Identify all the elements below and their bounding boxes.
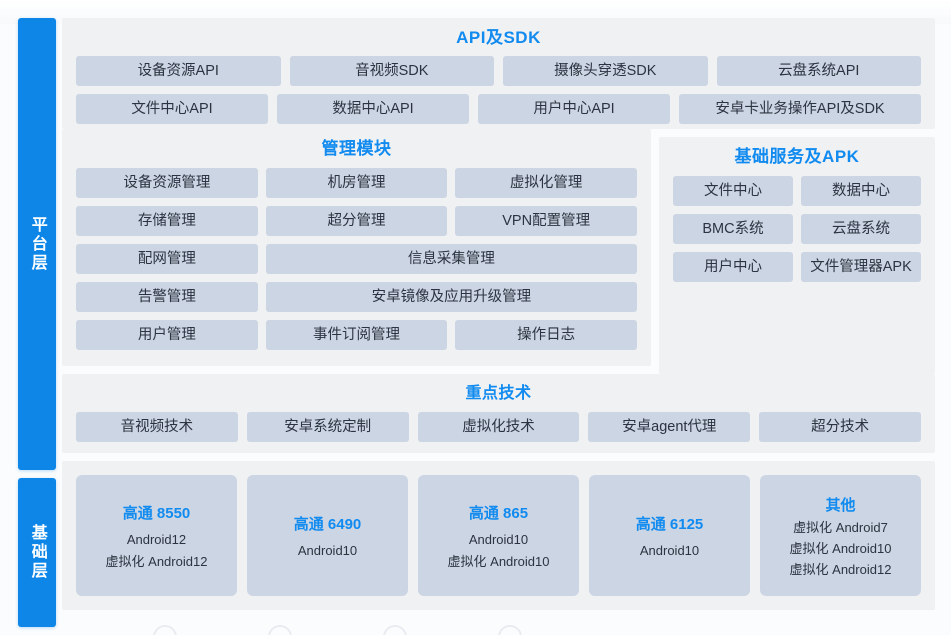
soc-card-name: 高通 6125: [635, 515, 704, 533]
management-chip[interactable]: 配网管理: [76, 244, 258, 275]
decorative-dots: [153, 625, 522, 635]
api-chip[interactable]: 摄像头穿透SDK: [503, 56, 708, 87]
panel-key-technologies-title: 重点技术: [465, 385, 532, 402]
soc-card-line: 虚拟化 Android10: [789, 540, 892, 556]
management-chip[interactable]: 用户管理: [76, 320, 258, 351]
management-chip[interactable]: VPN配置管理: [455, 206, 637, 237]
soc-card-line: 虚拟化 Android7: [793, 519, 888, 535]
soc-card[interactable]: 高通 6125 Android10: [589, 475, 750, 596]
base-service-chip[interactable]: BMC系统: [673, 214, 793, 245]
technology-chip[interactable]: 音视频技术: [76, 412, 238, 443]
soc-card-line: 虚拟化 Android10: [447, 553, 550, 569]
soc-card-line: Android10: [297, 542, 358, 558]
management-chip[interactable]: 告警管理: [76, 282, 258, 313]
middle-band: 管理模块 设备资源管理 机房管理 虚拟化管理 存储管理 超分管理 VPN配置管理…: [62, 129, 935, 374]
soc-card[interactable]: 高通 8550 Android12 虚拟化 Android12: [76, 475, 237, 596]
soc-card-lines: 虚拟化 Android7 虚拟化 Android10 虚拟化 Android12: [789, 519, 892, 578]
management-chip[interactable]: 超分管理: [265, 206, 448, 237]
soc-card-line: Android12: [126, 532, 187, 548]
management-grid: 设备资源管理 机房管理 虚拟化管理 存储管理 超分管理 VPN配置管理 配网管理…: [76, 168, 637, 351]
panel-key-technologies: 重点技术 音视频技术 安卓系统定制 虚拟化技术 安卓agent代理 超分技术: [62, 374, 935, 453]
layer-rail-base-label: 基础层: [28, 524, 46, 581]
api-chip[interactable]: 用户中心API: [478, 94, 671, 125]
base-service-chip[interactable]: 数据中心: [801, 176, 921, 207]
api-row-1: 设备资源API 音视频SDK 摄像头穿透SDK 云盘系统API: [76, 56, 921, 87]
api-chip[interactable]: 文件中心API: [76, 94, 269, 125]
technology-chip[interactable]: 安卓系统定制: [246, 412, 409, 443]
api-chip[interactable]: 安卓卡业务操作API及SDK: [679, 94, 921, 125]
panel-base-layer: 高通 8550 Android12 虚拟化 Android12 高通 6490 …: [62, 461, 935, 610]
soc-card-line: Android10: [468, 532, 529, 548]
api-chip[interactable]: 数据中心API: [277, 94, 470, 125]
api-chip[interactable]: 云盘系统API: [716, 56, 921, 87]
management-chip[interactable]: 虚拟化管理: [455, 168, 637, 199]
management-chip[interactable]: 机房管理: [265, 168, 448, 199]
soc-card-line: Android10: [639, 542, 700, 558]
base-service-chip[interactable]: 用户中心: [673, 252, 793, 283]
management-chip[interactable]: 信息采集管理: [265, 244, 637, 275]
layer-rail-platform: 平台层: [18, 18, 56, 470]
panel-management-module: 管理模块 设备资源管理 机房管理 虚拟化管理 存储管理 超分管理 VPN配置管理…: [62, 129, 651, 366]
layer-rail-base: 基础层: [18, 478, 56, 627]
soc-grid: 高通 8550 Android12 虚拟化 Android12 高通 6490 …: [76, 475, 921, 596]
base-services-grid: 文件中心 数据中心 BMC系统 云盘系统 用户中心 文件管理器APK: [673, 176, 921, 283]
technology-chip[interactable]: 安卓agent代理: [588, 412, 751, 443]
technology-chip[interactable]: 虚拟化技术: [417, 412, 580, 443]
soc-card-lines: Android12 虚拟化 Android12: [105, 532, 208, 569]
soc-card-line: 虚拟化 Android12: [105, 553, 208, 569]
soc-card-lines: Android10: [297, 542, 358, 558]
management-chip[interactable]: 安卓镜像及应用升级管理: [265, 282, 637, 313]
soc-card-name: 高通 6490: [293, 515, 362, 533]
base-service-chip[interactable]: 云盘系统: [801, 214, 921, 245]
panel-base-services-title: 基础服务及APK: [734, 147, 860, 166]
management-chip[interactable]: 存储管理: [76, 206, 258, 237]
soc-card-lines: Android10: [639, 542, 700, 558]
soc-card[interactable]: 高通 6490 Android10: [247, 475, 408, 596]
soc-card-lines: Android10 虚拟化 Android10: [447, 532, 550, 569]
management-chip[interactable]: 设备资源管理: [76, 168, 258, 199]
soc-card-name: 高通 865: [468, 505, 529, 523]
management-chip[interactable]: 操作日志: [455, 320, 637, 351]
panel-base-services-apk: 基础服务及APK 文件中心 数据中心 BMC系统 云盘系统 用户中心 文件管理器…: [659, 137, 935, 374]
key-technologies-grid: 音视频技术 安卓系统定制 虚拟化技术 安卓agent代理 超分技术: [76, 412, 921, 443]
management-chip[interactable]: 事件订阅管理: [265, 320, 448, 351]
api-chip[interactable]: 设备资源API: [76, 56, 281, 87]
soc-card[interactable]: 其他 虚拟化 Android7 虚拟化 Android10 虚拟化 Androi…: [760, 475, 921, 596]
panel-api-sdk: API及SDK 设备资源API 音视频SDK 摄像头穿透SDK 云盘系统API …: [62, 18, 935, 129]
soc-card-name: 其他: [825, 496, 856, 514]
base-service-chip[interactable]: 文件中心: [673, 176, 793, 207]
api-row-2: 文件中心API 数据中心API 用户中心API 安卓卡业务操作API及SDK: [76, 94, 921, 125]
soc-card[interactable]: 高通 865 Android10 虚拟化 Android10: [418, 475, 579, 596]
panel-management-title: 管理模块: [321, 139, 392, 158]
technology-chip[interactable]: 超分技术: [759, 412, 921, 443]
api-chip[interactable]: 音视频SDK: [289, 56, 494, 87]
soc-card-name: 高通 8550: [122, 505, 191, 523]
layer-rail-platform-label: 平台层: [28, 215, 46, 273]
panel-api-sdk-title: API及SDK: [456, 28, 541, 47]
panel-stack: API及SDK 设备资源API 音视频SDK 摄像头穿透SDK 云盘系统API …: [62, 18, 935, 610]
soc-card-line: 虚拟化 Android12: [789, 562, 892, 578]
base-service-chip[interactable]: 文件管理器APK: [801, 252, 921, 283]
